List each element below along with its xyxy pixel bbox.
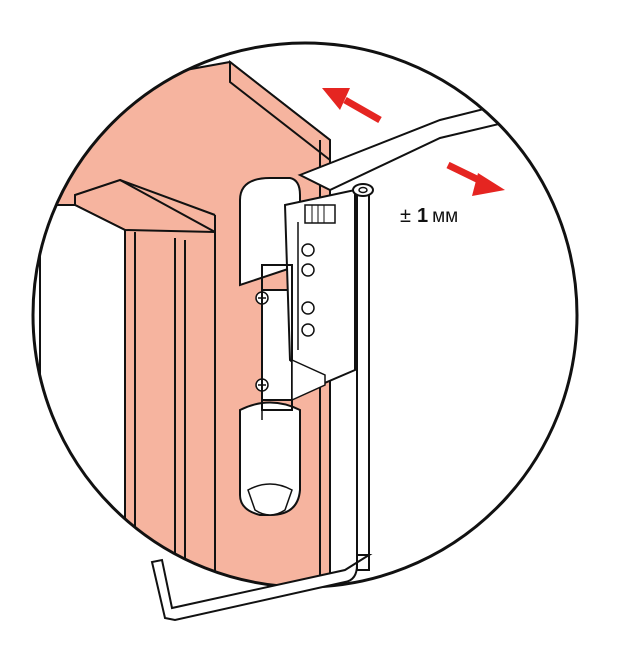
hex-key-handle: [150, 554, 373, 622]
hex-key-icon: [352, 183, 374, 571]
adjustment-unit: мм: [432, 206, 459, 227]
hinge: [239, 177, 356, 516]
sash-rail: [297, 78, 577, 210]
magnified-view: [39, 59, 577, 587]
adjustment-value: 1: [416, 205, 429, 227]
double-arrow-icon: [322, 88, 505, 196]
plus-minus-symbol: ±: [400, 205, 411, 227]
